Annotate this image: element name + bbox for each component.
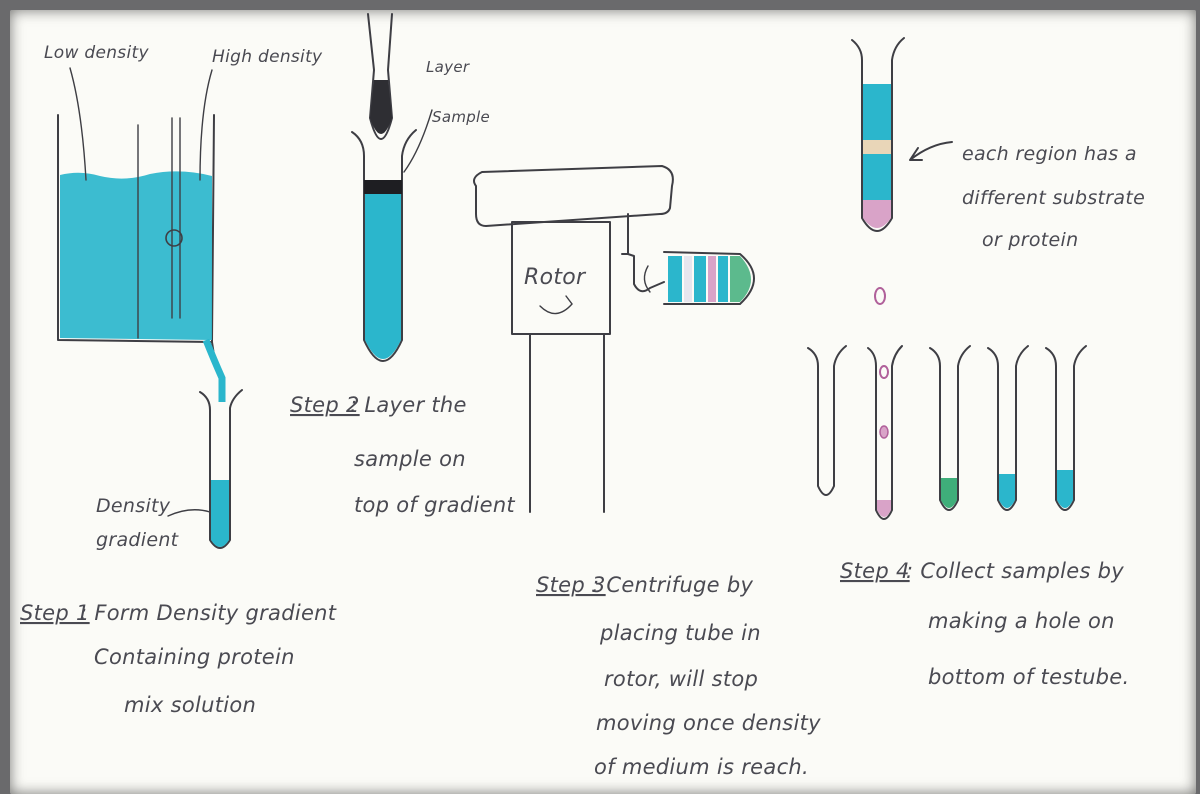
region-arrow [910, 142, 952, 160]
step1-tube-liquid [211, 480, 229, 547]
label-layer: Layer [426, 58, 470, 76]
note-line1: each region has a [962, 143, 1137, 165]
step2-line1: : Layer the [350, 393, 467, 417]
tube-band-4 [708, 256, 716, 302]
step4-line2: making a hole on [928, 609, 1115, 633]
tank-liquid [60, 171, 212, 340]
tube3-liquid [941, 478, 957, 508]
layered-sample-band [364, 180, 402, 194]
rotor-arm [622, 214, 664, 291]
tube2-drop-2 [880, 426, 888, 438]
step4-line1: : Collect samples by [906, 559, 1124, 583]
step2-tube-liquid [365, 194, 401, 359]
tube-band-1 [668, 256, 682, 302]
step1-line1: : Form Density gradient [80, 601, 337, 625]
step3-line4: moving once density [596, 711, 821, 735]
label-sample: Sample [432, 108, 490, 126]
step3-line3: rotor, will stop [604, 667, 758, 691]
band-blue-bottom [863, 154, 891, 200]
collection-tube-1 [808, 346, 846, 495]
step3-line2: placing tube in [599, 621, 761, 645]
band-pink [863, 200, 891, 228]
step4-line3: bottom of testube. [928, 665, 1130, 689]
label-density: Density [96, 495, 171, 517]
falling-drop [875, 288, 885, 304]
step2-group: Layer Sample Step 2 : Layer the sample o… [290, 14, 515, 517]
note-line2: different substrate [962, 187, 1145, 209]
high-density-pointer [200, 70, 212, 180]
step2-line2: sample on [354, 447, 466, 471]
tube2-drop-1 [880, 366, 888, 378]
rotor-label: Rotor [524, 265, 587, 290]
step1-line3: mix solution [124, 693, 256, 717]
step3-group: Rotor Step 3 : Centrifuge by placing tub… [474, 166, 821, 779]
step4-title: Step 4 [840, 559, 910, 583]
label-high-density: High density [212, 47, 323, 67]
step3-line5: of medium is reach. [594, 755, 809, 779]
note-line3: or protein [982, 229, 1078, 251]
label-gradient: gradient [96, 529, 180, 551]
step3-line1: : Centrifuge by [592, 573, 754, 597]
centrifuge-top-beam [474, 166, 673, 226]
step1-group: Low density High density Density gradien… [20, 43, 337, 717]
rotor-arrow [540, 296, 572, 314]
label-low-density: Low density [44, 43, 149, 63]
layer-sample-pointer [404, 110, 432, 172]
tube5-liquid [1057, 470, 1073, 508]
step1-line2: Containing protein [94, 645, 295, 669]
band-beige [863, 140, 891, 154]
step4-group: each region has a different substrate or… [808, 38, 1145, 689]
pipette-sample [370, 80, 392, 134]
low-density-pointer [70, 68, 86, 180]
gradient-pointer [168, 510, 210, 516]
band-blue-top [863, 84, 891, 140]
tube-band-3 [694, 256, 706, 302]
tube-band-2 [684, 256, 692, 302]
tube-band-5 [718, 256, 728, 302]
step2-line3: top of gradient [354, 493, 515, 517]
tube4-liquid [999, 474, 1015, 508]
